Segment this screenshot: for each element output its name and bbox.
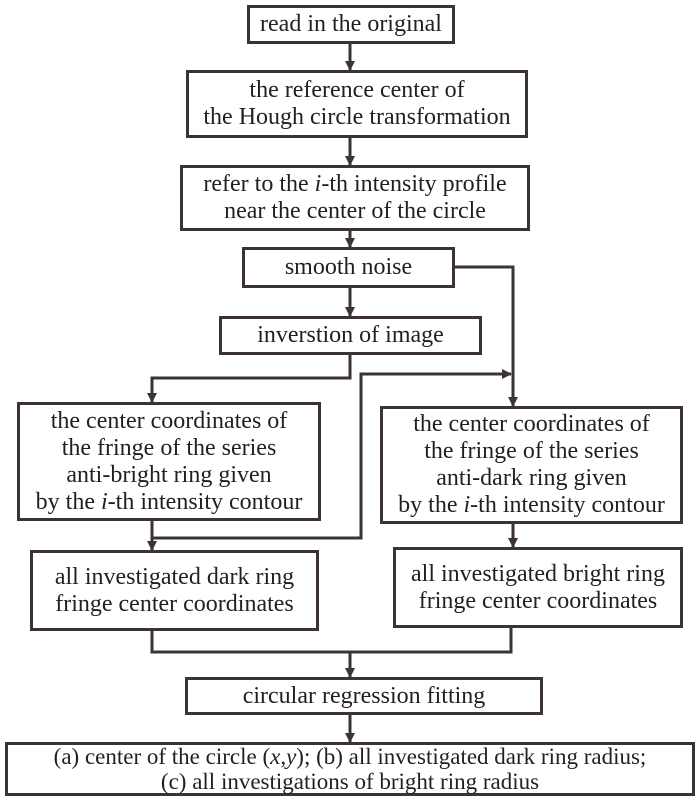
node-label: anti-bright ring given [66, 461, 272, 488]
node-label: anti-dark ring given [436, 465, 627, 491]
node-label: by the i-th intensity contour [398, 492, 665, 519]
edge-inversion-to-anti-bright [147, 355, 352, 403]
text-part: refer to the [203, 171, 315, 197]
text-part: , [280, 744, 287, 769]
italic-variable: i [463, 492, 471, 518]
text-part: by the [35, 488, 101, 515]
text-part: -th intensity contour [107, 488, 303, 515]
node-intensity-profile: refer to the i-th intensity profile near… [180, 165, 530, 231]
text-part: (a) center of the circle ( [53, 744, 271, 769]
node-label: all investigated bright ring [411, 560, 665, 587]
node-label: all investigated dark ring [54, 563, 295, 590]
edge-bright-centers-merge [350, 628, 513, 654]
node-label: the Hough circle transformation [203, 104, 511, 130]
node-label: circular regression fitting [242, 682, 486, 709]
node-label: the center coordinates of [413, 411, 650, 437]
edge-anti-bright-loop-to-anti-dark [152, 369, 512, 540]
node-label: inverstion of image [257, 322, 444, 348]
node-dark-ring-center-coordinates: all investigated dark ring fringe center… [30, 550, 319, 631]
node-label: by the i-th intensity contour [36, 489, 303, 516]
italic-variable-y: y [286, 744, 297, 769]
text-part: -th intensity contour [470, 492, 665, 518]
node-anti-dark-ring-centers: the center coordinates of the fringe of … [380, 406, 683, 524]
italic-variable: i [314, 171, 322, 197]
node-label: the fringe of the series [61, 434, 277, 461]
edge-smooth-to-anti-dark [455, 265, 518, 407]
node-circular-regression-fitting: circular regression fitting [185, 677, 543, 715]
node-hough-reference-center: the reference center of the Hough circle… [186, 70, 528, 138]
node-label: the center coordinates of [50, 407, 288, 434]
node-label: fringe center coordinates [418, 587, 658, 614]
node-label: (a) center of the circle (x,y); (b) all … [54, 744, 647, 769]
node-inversion-of-image: inverstion of image [219, 316, 482, 355]
node-results: (a) center of the circle (x,y); (b) all … [5, 742, 695, 796]
node-label: near the center of the circle [224, 198, 486, 224]
node-label: fringe center coordinates [55, 590, 294, 617]
node-smooth-noise: smooth noise [242, 247, 455, 288]
node-label: read in the original [260, 11, 442, 37]
node-label: the fringe of the series [424, 438, 639, 464]
text-part: by the [398, 492, 464, 518]
node-read-original: read in the original [247, 5, 455, 44]
text-part: ); (b) all investigated dark ring radius… [296, 744, 647, 769]
node-label: refer to the i-th intensity profile [203, 171, 506, 198]
node-bright-ring-center-coordinates: all investigated bright ring fringe cent… [393, 547, 683, 628]
node-anti-bright-ring-centers: the center coordinates of the fringe of … [17, 402, 321, 521]
node-label: smooth noise [284, 254, 413, 280]
node-label: (c) all investigations of bright ring ra… [160, 769, 540, 794]
italic-variable-x: x [270, 744, 281, 769]
edge-dark-centers-merge [150, 631, 382, 654]
node-label: the reference center of [249, 77, 465, 103]
italic-variable: i [101, 488, 108, 515]
text-part: -th intensity profile [321, 171, 507, 197]
